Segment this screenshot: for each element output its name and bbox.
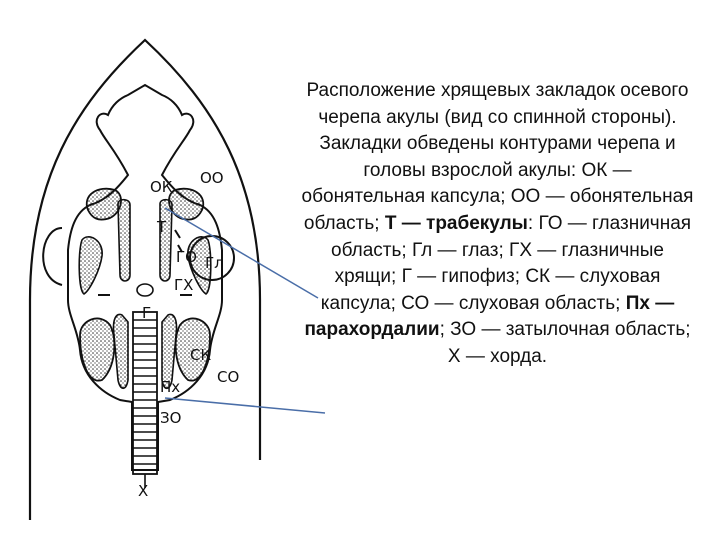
caption-part-2: : ГО — глазничная область; Гл — глаз; ГХ…: [320, 212, 692, 314]
notochord-segments: [133, 319, 157, 465]
pointer-line-parachordals: [164, 397, 326, 414]
caption-parachordals-term: Пх — парахордалии: [304, 292, 675, 341]
trabecula-right: [159, 198, 173, 282]
pointer-line-trabeculae: [164, 207, 319, 299]
label-ok: ОК: [150, 178, 173, 196]
label-zo: ЗО: [160, 409, 181, 427]
region-dashes: [98, 229, 192, 296]
label-x: Х: [138, 482, 148, 500]
label-gl: Гл: [205, 254, 224, 272]
label-sk: СК: [190, 346, 211, 364]
parachordal-right: [161, 313, 178, 390]
orbital-cartilage-left: [78, 236, 103, 295]
label-t: Т: [156, 218, 167, 236]
label-go: ГО: [176, 248, 197, 266]
skull-outline: [67, 83, 223, 471]
auditory-capsule-right: [174, 317, 211, 382]
caption-trabeculae-term: Т — трабекулы: [384, 212, 528, 234]
hypophysis: [136, 283, 154, 297]
label-gx: ГХ: [174, 276, 193, 294]
trabecula-left: [117, 198, 131, 282]
parachordal-left: [112, 313, 129, 390]
caption-part-1: Расположение хрящевых закладок осевого ч…: [301, 80, 694, 234]
eye-left: [42, 227, 63, 286]
olfactory-capsule-left: [85, 187, 122, 221]
figure-caption: Расположение хрящевых закладок осевого ч…: [300, 78, 695, 371]
label-so: СО: [217, 368, 239, 386]
label-oo: ОО: [200, 169, 224, 187]
olfactory-capsule-right: [168, 187, 205, 221]
head-outline: [28, 38, 262, 520]
label-px: Пх: [160, 378, 180, 396]
label-g: Г: [142, 304, 151, 322]
auditory-capsule-left: [79, 317, 116, 382]
caption-part-3: ; ЗО — затылочная область; Х — хорда.: [439, 319, 691, 367]
